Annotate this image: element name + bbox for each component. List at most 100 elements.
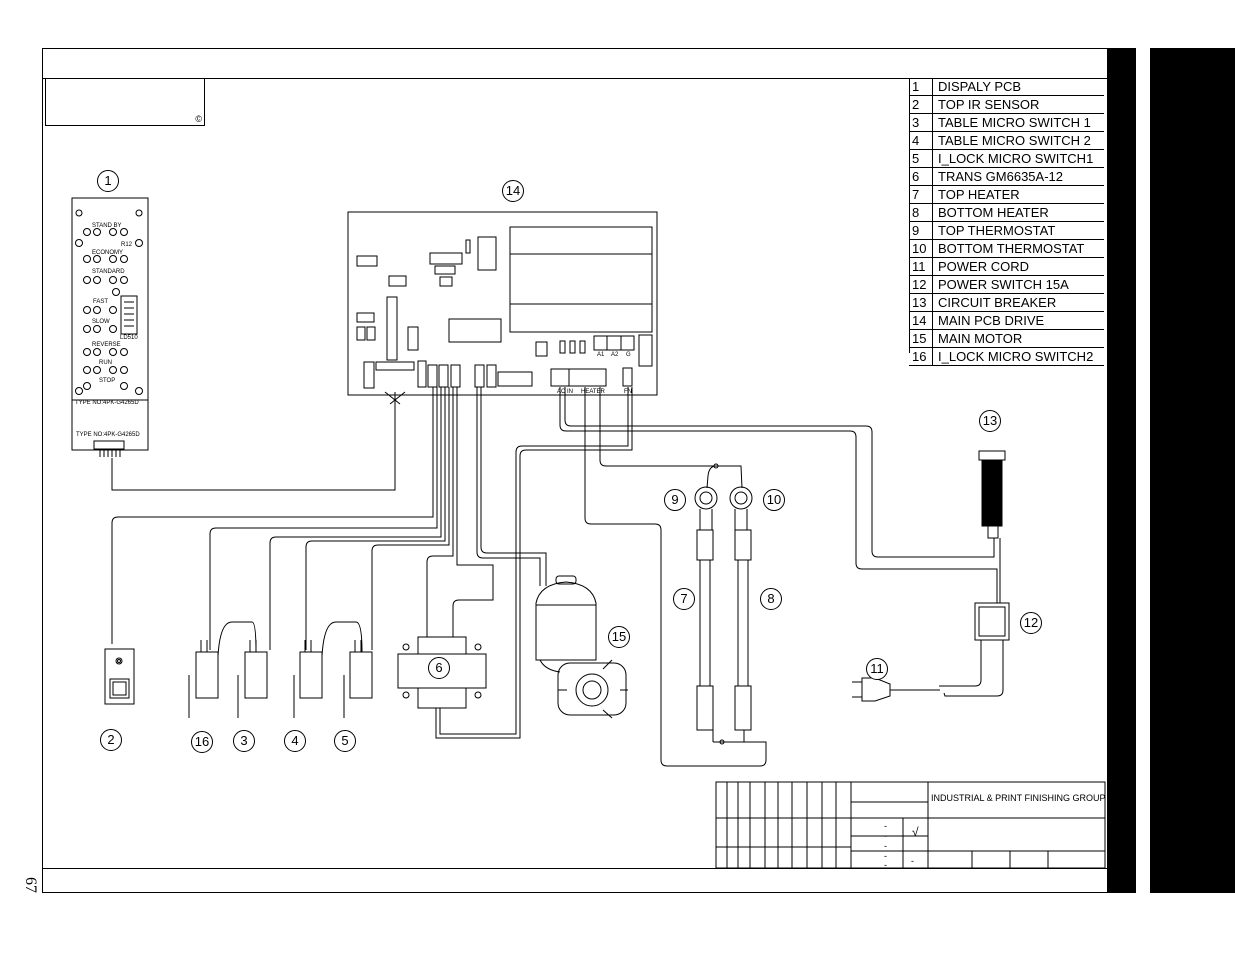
- legend-row: 2 TOP IR SENSOR: [909, 96, 1104, 114]
- legend-number: 1: [909, 78, 933, 95]
- legend-number: 8: [909, 204, 933, 221]
- legend-number: 9: [909, 222, 933, 239]
- terminal-label: HEATER: [581, 389, 606, 395]
- legend-row: 5 I_LOCK MICRO SWITCH1: [909, 150, 1104, 168]
- legend-number: 11: [909, 258, 933, 275]
- legend-label: I_LOCK MICRO SWITCH1: [938, 151, 1094, 166]
- black-side-band: [1108, 48, 1136, 893]
- callout-4: 4: [284, 730, 306, 752]
- legend-number: 16: [909, 348, 933, 365]
- circuit-breaker: [978, 450, 1006, 539]
- callout-10: 10: [763, 489, 785, 511]
- display-pcb: [71, 197, 149, 457]
- legend-row: 1 DISPALY PCB: [909, 78, 1104, 96]
- callout-1: 1: [97, 170, 119, 192]
- callout-9: 9: [664, 489, 686, 511]
- legend-label: TABLE MICRO SWITCH 1: [938, 115, 1091, 130]
- parts-legend: 1 DISPALY PCB 2 TOP IR SENSOR 3 TABLE MICRO…: [909, 78, 1104, 366]
- legend-row: 3 TABLE MICRO SWITCH 1: [909, 114, 1104, 132]
- legend-number: 3: [909, 114, 933, 131]
- callout-11: 11: [866, 658, 888, 680]
- title-block-grid: [715, 781, 1106, 869]
- main-pcb: [347, 211, 658, 396]
- legend-label: POWER CORD: [938, 259, 1029, 274]
- callout-12: 12: [1020, 612, 1042, 634]
- callout-13: 13: [979, 410, 1001, 432]
- pcb-type-label: TYPE NO:4PK-G4265D: [76, 432, 140, 438]
- legend-number: 12: [909, 276, 933, 293]
- check-mark: √: [912, 825, 919, 839]
- pcb-label: RUN: [99, 360, 112, 366]
- callout-7: 7: [673, 588, 695, 610]
- dash: -: [911, 856, 914, 866]
- frame-bottom-rule: [43, 868, 1107, 869]
- callout-8: 8: [760, 588, 782, 610]
- callout-3: 3: [233, 730, 255, 752]
- dash: -: [884, 831, 887, 841]
- pcb-label: FAST: [93, 299, 108, 305]
- terminal-label: G: [626, 352, 631, 358]
- legend-label: MAIN MOTOR: [938, 331, 1023, 346]
- dash: -: [884, 821, 887, 831]
- micro-switches: [188, 621, 373, 718]
- legend-row: 6 TRANS GM6635A-12: [909, 168, 1104, 186]
- legend-row: 12 POWER SWITCH 15A: [909, 276, 1104, 294]
- legend-number: 5: [909, 150, 933, 167]
- copyright-mark: ©: [195, 114, 202, 124]
- company-name: INDUSTRIAL & PRINT FINISHING GROUP: [931, 793, 1106, 803]
- pcb-label: R12: [121, 242, 133, 248]
- pcb-type-label: TYPE NO:4PK-G4265D: [75, 400, 139, 406]
- legend-label: TOP IR SENSOR: [938, 97, 1040, 112]
- callout-16: 16: [191, 731, 213, 753]
- pcb-label: ECONOMY: [92, 250, 123, 256]
- pcb-label: STANDARD: [92, 269, 125, 275]
- pcb-label: LD510: [120, 335, 138, 341]
- terminal-label: A2: [611, 352, 619, 358]
- legend-number: 4: [909, 132, 933, 149]
- legend-label: DISPALY PCB: [938, 79, 1022, 94]
- legend-number: 2: [909, 96, 933, 113]
- drawing-frame: [42, 48, 1108, 893]
- callout-15: 15: [608, 626, 630, 648]
- wiring-harness: [111, 387, 1004, 767]
- legend-label: BOTTOM THERMOSTAT: [938, 241, 1085, 256]
- pcb-label: REVERSE: [92, 342, 121, 348]
- legend-number: 6: [909, 168, 933, 185]
- thermostats: [694, 486, 753, 530]
- callout-5: 5: [334, 730, 356, 752]
- legend-row: 10 BOTTOM THERMOSTAT: [909, 240, 1104, 258]
- legend-row: 8 BOTTOM HEATER: [909, 204, 1104, 222]
- callout-14: 14: [502, 180, 524, 202]
- legend-label: POWER SWITCH 15A: [938, 277, 1069, 292]
- ir-sensor: [104, 648, 135, 705]
- title-box: ©: [45, 78, 205, 126]
- title-block-text: INDUSTRIAL & PRINT FINISHING GROUP √ - -…: [884, 793, 1106, 870]
- callout-6: 6: [428, 657, 450, 679]
- legend-label: MAIN PCB DRIVE: [938, 313, 1045, 328]
- dash: -: [884, 851, 887, 861]
- frame-top-rule: [43, 78, 1107, 79]
- dash: -: [884, 841, 887, 851]
- display-pcb-labels: STAND BY R12 ECONOMY STANDARD FAST SLOW …: [75, 223, 140, 438]
- legend-label: TRANS GM6635A-12: [938, 169, 1063, 184]
- power-cord: [852, 677, 940, 702]
- heaters: [696, 529, 752, 731]
- callout-2: 2: [100, 729, 122, 751]
- legend-number: 15: [909, 330, 933, 347]
- legend-row: 16 I_LOCK MICRO SWITCH2: [909, 348, 1104, 366]
- legend-label: TOP THERMOSTAT: [938, 223, 1056, 238]
- main-motor: [535, 575, 628, 719]
- legend-row: 9 TOP THERMOSTAT: [909, 222, 1104, 240]
- pcb-label: STOP: [99, 378, 115, 384]
- legend-label: I_LOCK MICRO SWITCH2: [938, 349, 1094, 364]
- legend-label: BOTTOM HEATER: [938, 205, 1049, 220]
- legend-number: 13: [909, 294, 933, 311]
- terminal-label: A1: [597, 352, 605, 358]
- legend-number: 10: [909, 240, 933, 257]
- power-switch: [974, 602, 1010, 641]
- pcb-led-grid: [83, 228, 128, 390]
